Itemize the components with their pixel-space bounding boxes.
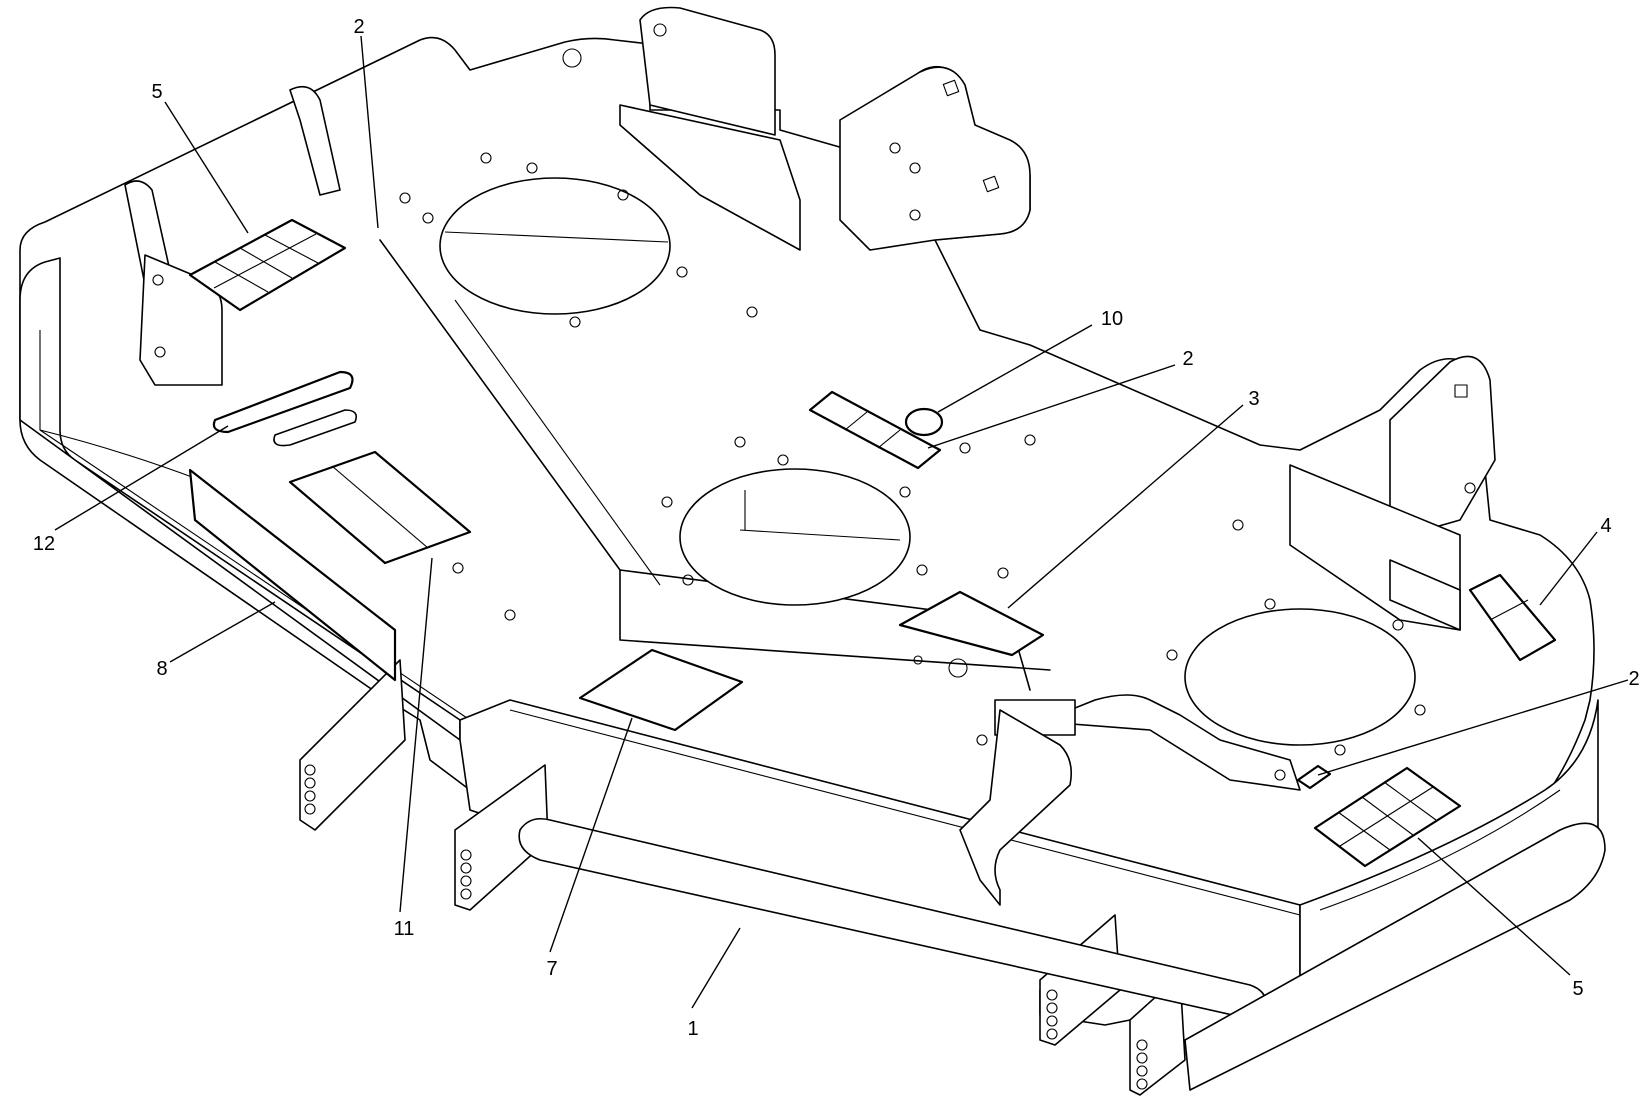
callout-4: 4 (1600, 515, 1611, 537)
leader-10 (937, 324, 1093, 413)
callout-1: 1 (687, 1018, 698, 1040)
blade-opening-left (439, 177, 671, 315)
right-front-lbracket (959, 709, 1073, 906)
front-bracket-left (299, 659, 406, 831)
callout-labels: 5 2 10 2 3 4 2 5 12 8 11 7 1 (33, 16, 1640, 1040)
callout-11: 11 (394, 918, 415, 940)
decal-12 (212, 370, 354, 434)
callout-3: 3 (1248, 388, 1259, 410)
callout-2-center: 2 (1182, 348, 1193, 370)
blade-opening-right (1184, 608, 1416, 746)
leader-2-top (360, 35, 379, 229)
leader-12 (54, 425, 229, 531)
leader-7 (549, 717, 633, 953)
leader-5-left (164, 101, 249, 234)
rear-left-bracket (124, 85, 341, 386)
rear-center-bracket (619, 6, 801, 251)
decal-8 (188, 468, 397, 682)
callout-12: 12 (33, 533, 55, 555)
callout-10: 10 (1101, 308, 1123, 330)
decal-5-left (188, 218, 347, 312)
decal-2-center (808, 390, 942, 470)
decal-10 (904, 407, 944, 437)
leader-5-right (1417, 837, 1571, 976)
decal-4 (1468, 573, 1557, 662)
callout-8: 8 (156, 658, 167, 680)
leader-4 (1539, 531, 1598, 606)
front-bracket-center (454, 764, 549, 911)
deck-slot (273, 409, 358, 447)
decal-7 (578, 648, 744, 732)
callout-5-left: 5 (151, 81, 162, 103)
right-bracket-upper (1389, 355, 1496, 541)
decal-3 (898, 590, 1045, 657)
callout-2-right: 2 (1628, 668, 1639, 690)
leader-2-right (1317, 679, 1629, 776)
decal-11 (288, 450, 472, 565)
leader-8 (169, 601, 276, 663)
decal-5-right (1313, 766, 1462, 868)
callout-2-top: 2 (353, 16, 364, 38)
right-bracket-lower (1289, 464, 1461, 631)
leader-lines (54, 35, 1629, 1009)
blade-opening-center (679, 468, 911, 606)
leader-1 (691, 927, 741, 1009)
callout-5-right: 5 (1572, 978, 1583, 1000)
leader-2-center (927, 364, 1176, 449)
decal-2-right (1296, 764, 1332, 790)
callout-7: 7 (546, 958, 557, 980)
leader-11 (399, 557, 433, 913)
rear-right-bracket (839, 66, 1031, 251)
leader-3 (1007, 404, 1244, 609)
right-bumper (1184, 822, 1606, 1091)
deck-holes (399, 48, 1426, 781)
